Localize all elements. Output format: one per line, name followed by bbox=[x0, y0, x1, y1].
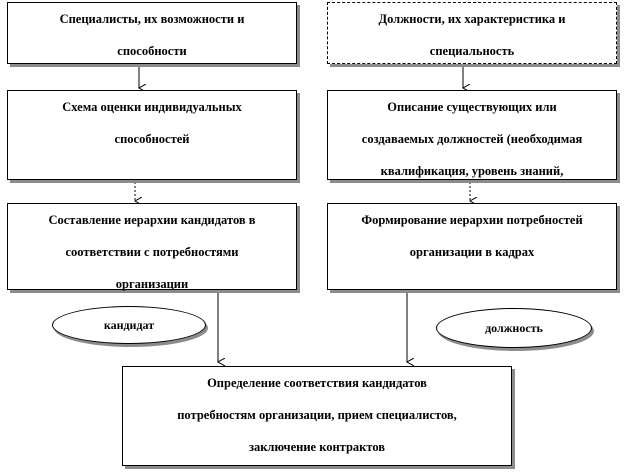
oval-candidate: кандидат bbox=[52, 306, 206, 344]
oval-position: должность bbox=[436, 308, 592, 348]
